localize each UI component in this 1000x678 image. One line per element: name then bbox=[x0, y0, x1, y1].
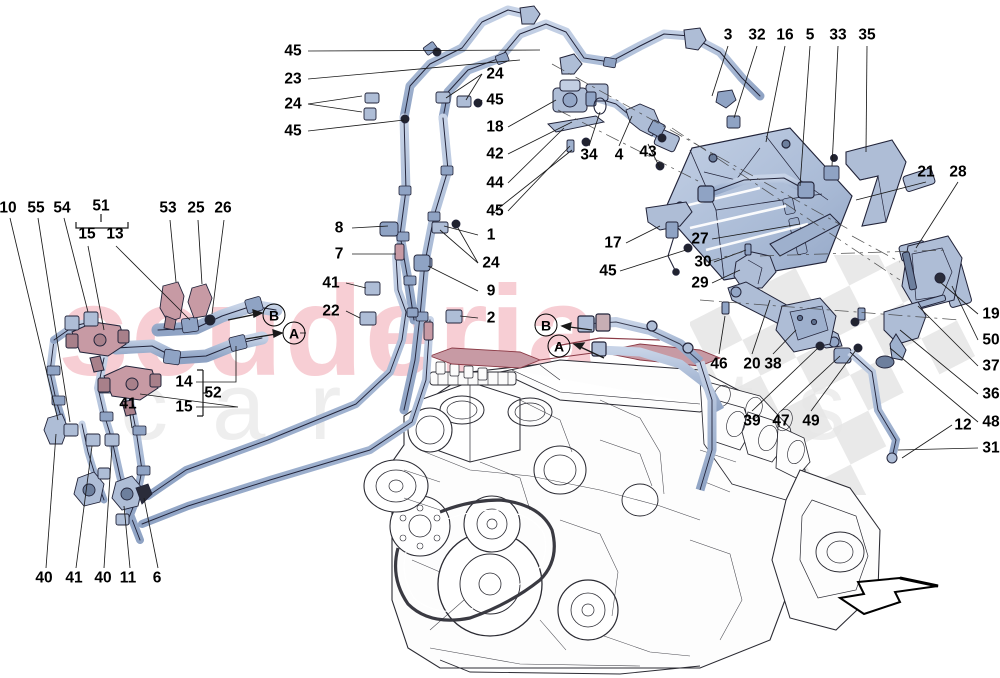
leader-lines bbox=[9, 45, 979, 569]
part-number-label[interactable]: 16 bbox=[776, 26, 794, 44]
part-number-label[interactable]: 48 bbox=[982, 413, 1000, 431]
part-number-label[interactable]: 31 bbox=[982, 439, 1000, 457]
left-valve-bodies bbox=[65, 321, 162, 417]
part-number-label[interactable]: 54 bbox=[53, 199, 71, 217]
part-number-label[interactable]: 41 bbox=[322, 274, 340, 292]
part-number-label[interactable]: 43 bbox=[639, 143, 657, 161]
part-number-label[interactable]: 30 bbox=[694, 253, 712, 271]
part-number-label[interactable]: 39 bbox=[743, 412, 761, 430]
part-number-label[interactable]: 28 bbox=[949, 163, 967, 181]
part-number-label[interactable]: 5 bbox=[805, 26, 815, 44]
part-number-label[interactable]: 32 bbox=[748, 26, 766, 44]
canister-fasteners bbox=[655, 89, 840, 181]
part-number-label[interactable]: 47 bbox=[772, 412, 790, 430]
part-number-label[interactable]: 17 bbox=[604, 234, 622, 252]
part-number-label[interactable]: 24 bbox=[284, 95, 302, 113]
part-number-label[interactable]: 27 bbox=[691, 230, 709, 248]
part-number-label[interactable]: 9 bbox=[486, 282, 496, 300]
part-number-label[interactable]: 45 bbox=[284, 122, 302, 140]
part-number-label[interactable]: 55 bbox=[27, 199, 45, 217]
part-number-label[interactable]: 33 bbox=[829, 26, 847, 44]
part-number-label[interactable]: 40 bbox=[94, 569, 112, 587]
part-number-label[interactable]: 45 bbox=[284, 42, 302, 60]
part-number-label[interactable]: 36 bbox=[982, 385, 1000, 403]
part-number-label[interactable]: 40 bbox=[35, 569, 53, 587]
engine-connector-hoses bbox=[577, 313, 724, 492]
part-number-label[interactable]: 44 bbox=[486, 174, 504, 192]
part-number-label[interactable]: 38 bbox=[764, 355, 782, 373]
part-number-label[interactable]: 18 bbox=[486, 118, 504, 136]
section-direction-arrows bbox=[227, 309, 605, 359]
part-number-label[interactable]: 52 bbox=[204, 384, 222, 402]
part-number-label[interactable]: 19 bbox=[982, 305, 1000, 323]
mid-pipe-clips bbox=[359, 219, 463, 341]
part-number-label[interactable]: 24 bbox=[486, 65, 504, 83]
part-number-label[interactable]: 25 bbox=[187, 199, 205, 217]
part-number-label[interactable]: 13 bbox=[106, 225, 124, 243]
part-number-label[interactable]: 6 bbox=[152, 569, 162, 587]
left-hose-bands bbox=[46, 296, 264, 476]
part-number-label[interactable]: 37 bbox=[982, 357, 1000, 375]
part-number-label[interactable]: 53 bbox=[159, 199, 177, 217]
part-number-label[interactable]: 46 bbox=[710, 355, 728, 373]
part-number-label[interactable]: 21 bbox=[917, 163, 935, 181]
part-number-label[interactable]: 24 bbox=[482, 254, 500, 272]
section-callout-b[interactable]: B bbox=[534, 313, 558, 337]
canister-clamp-35 bbox=[845, 139, 907, 227]
part-number-label[interactable]: 45 bbox=[486, 202, 504, 220]
assembly-axis-dashes bbox=[551, 63, 961, 321]
part-number-label[interactable]: 14 bbox=[175, 373, 193, 391]
part-number-label[interactable]: 20 bbox=[743, 355, 761, 373]
part-number-label[interactable]: 45 bbox=[599, 262, 617, 280]
part-number-label[interactable]: 49 bbox=[802, 412, 820, 430]
part-number-label[interactable]: 12 bbox=[954, 416, 972, 434]
part-number-label[interactable]: 15 bbox=[78, 225, 96, 243]
view-direction-arrow bbox=[837, 576, 939, 616]
purge-valve-assembly bbox=[552, 79, 597, 113]
part-number-label[interactable]: 41 bbox=[119, 395, 137, 413]
part-number-label[interactable]: 3 bbox=[723, 26, 733, 44]
part-number-label[interactable]: 23 bbox=[284, 70, 302, 88]
part-number-label[interactable]: 50 bbox=[982, 331, 1000, 349]
engine-block-illustration bbox=[363, 359, 881, 675]
part-number-label[interactable]: 35 bbox=[858, 26, 876, 44]
small-parts-center bbox=[547, 97, 667, 153]
bottom-left-connectors bbox=[43, 413, 153, 526]
bracket-17 bbox=[645, 201, 693, 253]
clip-cluster-top-left bbox=[363, 47, 483, 124]
part-number-label[interactable]: 42 bbox=[486, 145, 504, 163]
part-number-label[interactable]: 26 bbox=[214, 199, 232, 217]
part-number-label[interactable]: 29 bbox=[691, 274, 709, 292]
part-number-label[interactable]: 11 bbox=[119, 569, 137, 587]
part-number-label[interactable]: 7 bbox=[334, 245, 344, 263]
part-number-label[interactable]: 51 bbox=[92, 197, 110, 215]
part-number-label[interactable]: 22 bbox=[322, 302, 340, 320]
section-callout-a[interactable]: A bbox=[547, 334, 571, 358]
part-number-label[interactable]: 15 bbox=[175, 398, 193, 416]
part-number-label[interactable]: 34 bbox=[580, 146, 598, 164]
part-number-label[interactable]: 2 bbox=[486, 309, 496, 327]
part-number-label[interactable]: 41 bbox=[65, 569, 83, 587]
part-number-label[interactable]: 8 bbox=[334, 219, 344, 237]
part-number-label[interactable]: 45 bbox=[486, 91, 504, 109]
section-callout-b[interactable]: B bbox=[262, 303, 286, 327]
part-number-label[interactable]: 10 bbox=[0, 199, 17, 217]
section-callout-a[interactable]: A bbox=[282, 321, 306, 345]
part-number-label[interactable]: 4 bbox=[614, 146, 624, 164]
part-number-label[interactable]: 1 bbox=[486, 226, 496, 244]
right-bracket-assembly bbox=[721, 168, 972, 464]
